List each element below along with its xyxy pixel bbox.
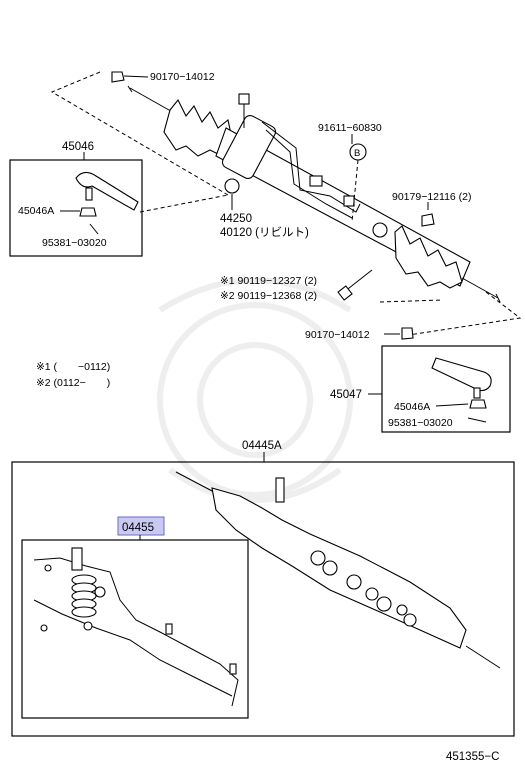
label-91611: 91611−60830 [318,122,382,134]
box-45046 [9,159,143,257]
box-04445a [11,461,515,737]
nut-top-left [111,71,149,83]
tie-rod-end-right [431,357,492,423]
label-40120: 40120 (リビルト) [220,226,309,239]
rack-housing-assembly [50,71,522,337]
nut-right-upper [421,202,435,227]
label-45046a-left: 45046A [18,205,54,217]
label-bolt-2: ※2 90119−12368 (2) [220,290,317,302]
label-04445a: 04445A [242,440,282,452]
label-95381-right: 95381−03020 [388,417,453,429]
valve-seal-kit [33,547,239,707]
mount-bolt [337,269,373,301]
label-04455: 04455 [122,522,154,534]
note-2: ※2 (0112− ) [36,377,110,389]
label-bolt-1: ※1 90119−12327 (2) [220,275,317,287]
label-95381-left: 95381−03020 [42,237,107,249]
box-45047 [381,345,511,433]
tie-rod-end-left [75,171,139,235]
box-04455 [21,539,249,719]
label-44250: 44250 [220,213,252,225]
label-45046: 45046 [62,141,94,153]
label-45046a-right: 45046A [394,401,430,413]
highlight-04455 [117,516,165,536]
watermark-emblem [157,277,353,503]
note-1: ※1 ( −0112) [36,361,110,373]
page-code: 451355−C [446,751,499,763]
nut-right-lower [384,327,414,340]
label-90170-mid: 90170−14012 [305,329,370,341]
label-90170-top: 90170−14012 [150,71,215,83]
callout-b-letter: B [354,148,360,159]
rack-housing-outline [175,471,501,669]
label-45047: 45047 [330,389,362,401]
label-90179: 90179−12116 (2) [392,191,472,203]
